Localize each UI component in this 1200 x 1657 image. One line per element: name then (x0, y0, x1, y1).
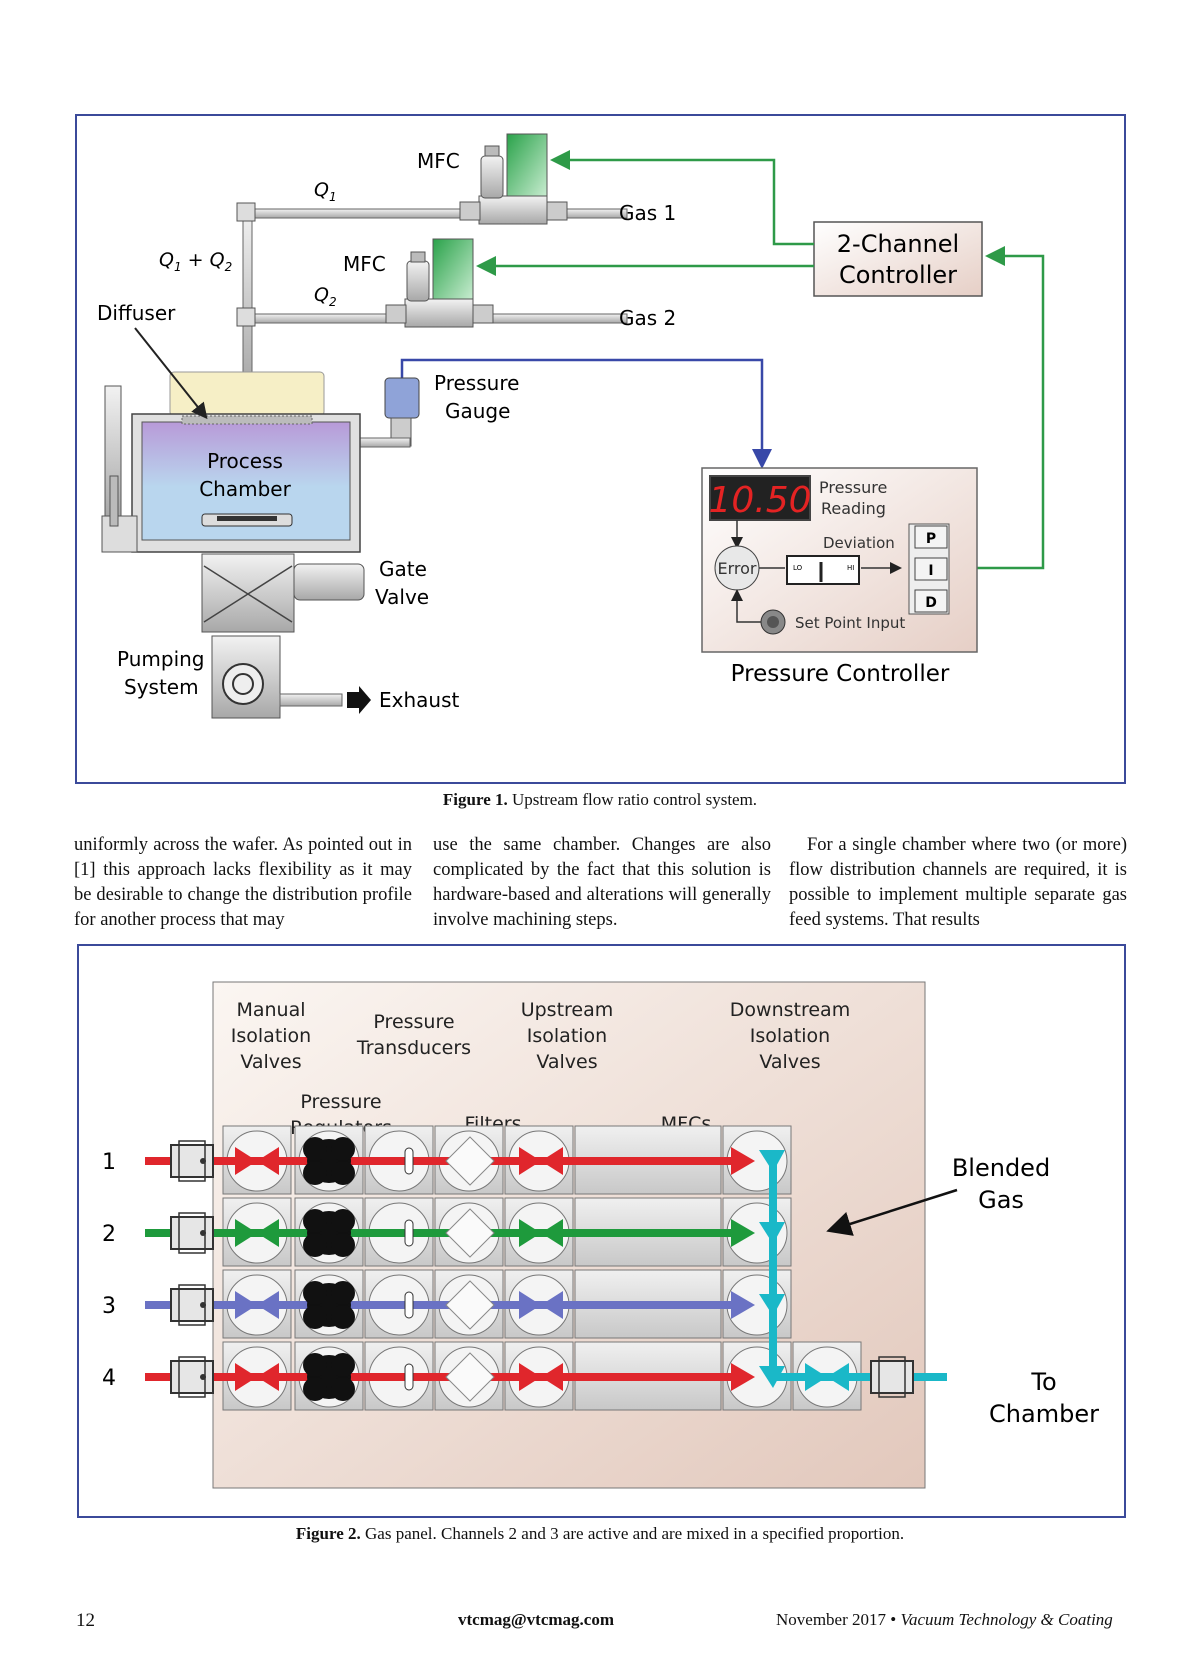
svg-text:Downstream: Downstream (730, 999, 850, 1021)
svg-text:System: System (124, 675, 199, 699)
svg-text:Pressure: Pressure (373, 1011, 454, 1033)
vertical-feed-pipe (242, 208, 253, 386)
channel-row-2: 2 (102, 1197, 792, 1267)
mfc-1 (459, 133, 568, 225)
svg-text:Gate: Gate (379, 557, 427, 581)
svg-text:Chamber: Chamber (989, 1400, 1099, 1428)
svg-text:Controller: Controller (839, 261, 957, 289)
p-box (914, 525, 948, 549)
figure-2-diagram: Manual Isolation Valves Pressure Transdu… (102, 981, 1099, 1489)
svg-text:D: D (925, 595, 937, 611)
svg-text:Gauge: Gauge (445, 399, 510, 423)
pressure-controller-label: Pressure Controller (731, 661, 950, 687)
svg-text:Reading: Reading (821, 499, 886, 518)
channel-number: 1 (102, 1150, 116, 1175)
svg-text:HI: HI (847, 564, 854, 572)
svg-text:I: I (928, 563, 933, 579)
body-column-2: use the same chamber. Changes are also c… (433, 835, 771, 930)
control-line-pid (949, 246, 1045, 570)
gas1-label: Gas 1 (619, 201, 676, 225)
channel-number: 3 (102, 1294, 116, 1319)
q2-label: Q (314, 284, 329, 306)
gas2-label: Gas 2 (619, 306, 676, 330)
blended-gas-label: Blended (952, 1154, 1050, 1182)
mfc-label-top: MFC (417, 149, 460, 173)
svg-text:10.50: 10.50 (708, 480, 811, 521)
svg-text:Pressure: Pressure (819, 478, 887, 497)
gate-valve (201, 553, 295, 633)
svg-text:2-Channel: 2-Channel (837, 230, 959, 258)
svg-text:Valves: Valves (536, 1051, 597, 1073)
figure-2-caption: Figure 2. Gas panel. Channels 2 and 3 ar… (295, 1524, 905, 1543)
pressure-display (709, 475, 811, 521)
figure-2-frame: Manual Isolation Valves Pressure Transdu… (77, 944, 1126, 1518)
channel-number: 4 (102, 1366, 116, 1391)
svg-text:Q1: Q1 (314, 179, 337, 204)
gas1-pipe (246, 208, 628, 219)
svg-text:Deviation: Deviation (823, 534, 895, 552)
channel-row-1: 1 (102, 1125, 792, 1195)
svg-text:Valve: Valve (375, 585, 429, 609)
channel-row-4: 4 (102, 1341, 792, 1411)
diffuser-top (169, 371, 325, 417)
svg-text:Set Point Input: Set Point Input (795, 614, 905, 632)
svg-text:Process: Process (207, 449, 283, 473)
diffuser-label: Diffuser (97, 301, 176, 325)
svg-text:Chamber: Chamber (199, 477, 291, 501)
channel-row-3: 3 (102, 1269, 792, 1339)
svg-text:Pressure: Pressure (434, 371, 519, 395)
mfc-2 (385, 238, 494, 328)
svg-text:Isolation: Isolation (527, 1025, 607, 1047)
footer-email: vtcmag@vtcmag.com (458, 1610, 615, 1629)
svg-text:Pumping: Pumping (117, 647, 205, 671)
svg-text:P: P (926, 531, 936, 547)
pressure-gauge (384, 377, 420, 419)
footer-issue: November 2017 • Vacuum Technology & Coat… (776, 1610, 1113, 1629)
svg-text:Manual: Manual (236, 999, 305, 1021)
svg-text:Valves: Valves (240, 1051, 301, 1073)
svg-text:Pressure: Pressure (300, 1091, 381, 1113)
svg-text:LO: LO (793, 564, 803, 572)
gauge-signal-line (400, 358, 772, 469)
exhaust-label: Exhaust (379, 688, 460, 712)
q1q2-label: Q (159, 249, 174, 271)
figure-1-frame: MFC MFC Q1 Q2 Q1 + Q2 Gas 1 Gas 2 2-Chan… (75, 114, 1126, 784)
svg-text:Transducers: Transducers (356, 1037, 471, 1059)
svg-text:Error: Error (718, 559, 757, 578)
svg-text:Q2: Q2 (314, 284, 337, 309)
control-line-mfc1 (550, 150, 814, 246)
deviation-meter (786, 555, 860, 585)
svg-text:Isolation: Isolation (750, 1025, 830, 1047)
to-chamber-label: To (1030, 1368, 1056, 1396)
gas-channel-rows: 1 2 3 4 (102, 1125, 947, 1411)
page-number: 12 (76, 1610, 95, 1631)
two-channel-controller (813, 221, 983, 297)
body-column-3: For a single chamber where two (or more)… (789, 835, 1127, 930)
svg-text:Isolation: Isolation (231, 1025, 311, 1047)
svg-text:Gas: Gas (978, 1186, 1024, 1214)
svg-text:Upstream: Upstream (521, 999, 614, 1021)
svg-text:Q1 + Q2: Q1 + Q2 (159, 249, 232, 274)
channel-number: 2 (102, 1222, 116, 1247)
mfc-label-bottom: MFC (343, 252, 386, 276)
body-column-1: uniformly across the wafer. As pointed o… (74, 835, 412, 930)
svg-text:Valves: Valves (759, 1051, 820, 1073)
q1-sub: 1 (329, 190, 337, 204)
d-box (914, 589, 948, 613)
q1-label: Q (314, 179, 329, 201)
figure-1-caption: Figure 1. Upstream flow ratio control sy… (442, 790, 758, 809)
figure-1-diagram: MFC MFC Q1 Q2 Q1 + Q2 Gas 1 Gas 2 2-Chan… (97, 133, 1045, 719)
i-box (914, 557, 948, 581)
